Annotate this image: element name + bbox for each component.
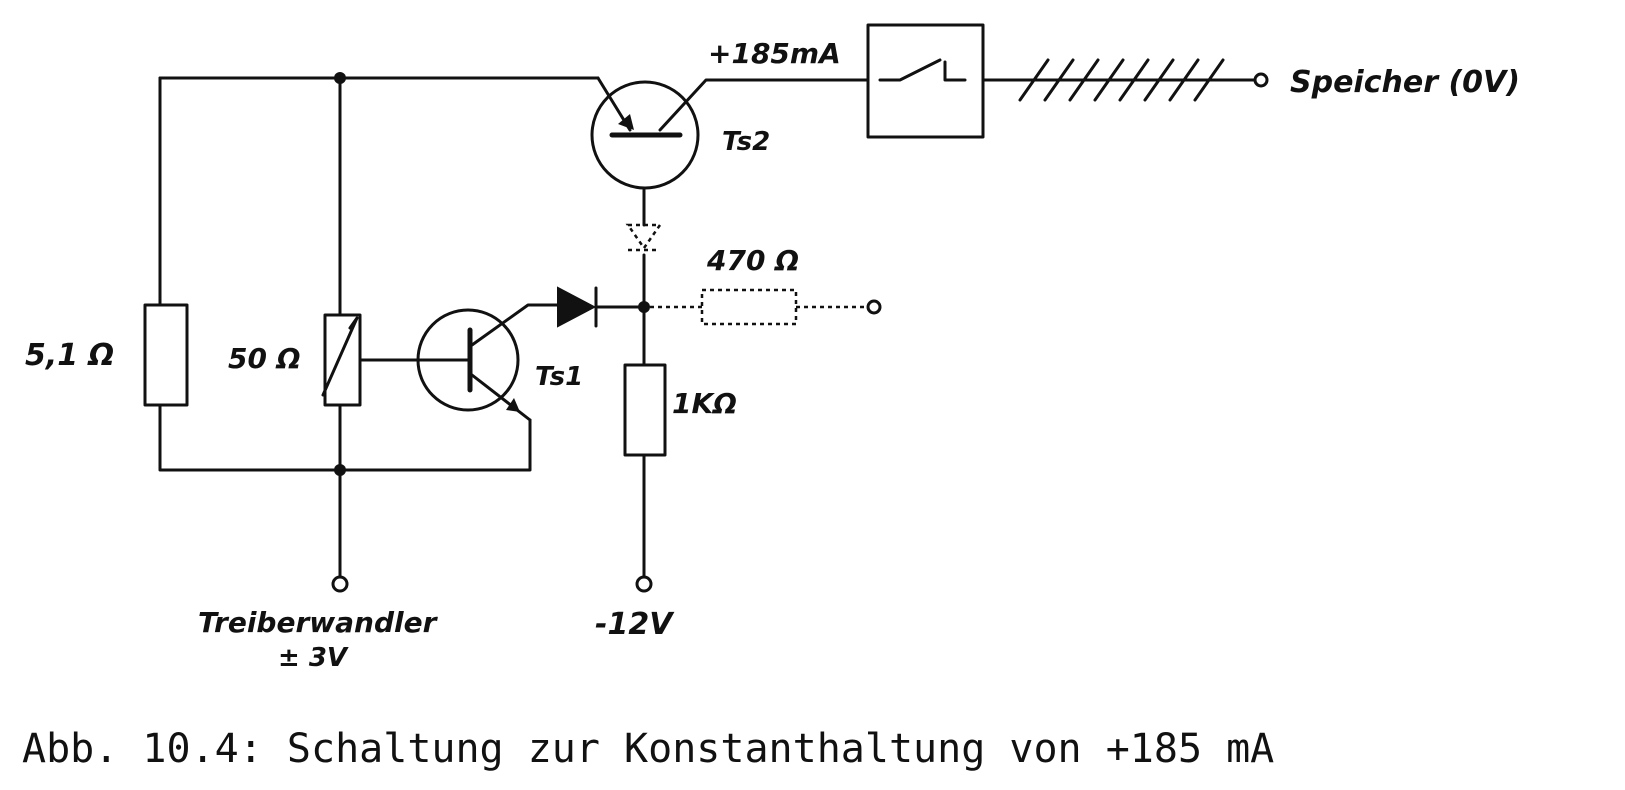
terminal-470 <box>866 299 882 315</box>
ts1-collector <box>470 303 560 347</box>
label-ts2: Ts2 <box>722 127 770 157</box>
junction-dot <box>638 301 650 313</box>
transistor-ts2-symbol <box>590 80 700 190</box>
potentiometer-50-ohm <box>323 313 362 407</box>
label-5-1-ohm: 5,1 Ω <box>25 338 114 373</box>
ts1-emitter <box>470 373 532 422</box>
ts2-collector <box>658 78 870 132</box>
potentiometer-arrow <box>321 316 359 397</box>
junction-dot <box>334 464 346 476</box>
ts1-emitter-arrow <box>506 398 520 412</box>
label-470-ohm: 470 Ω <box>706 244 799 277</box>
terminal-treiber <box>331 575 349 593</box>
label-1k-ohm: 1KΩ <box>672 387 737 420</box>
resistor-5-1-ohm <box>143 303 189 407</box>
figure-caption: Abb. 10.4: Schaltung zur Konstanthaltung… <box>22 726 1274 772</box>
optional-diode <box>625 223 663 252</box>
label-50-ohm: 50 Ω <box>228 342 301 375</box>
resistor-470-ohm-optional <box>700 288 798 326</box>
switch-contact <box>878 58 967 82</box>
label-current: +185mA <box>708 37 841 70</box>
resistor-1k-ohm <box>623 363 667 457</box>
ts2-emitter-arrow <box>618 114 634 130</box>
label-ts1: Ts1 <box>535 362 583 392</box>
label-plus-minus-3v: ± 3V <box>278 643 349 673</box>
bus-hatch-marks <box>1018 58 1225 102</box>
label-speicher: Speicher (0V) <box>1290 65 1520 100</box>
terminal-minus12 <box>635 575 653 593</box>
wire-left-branch <box>158 76 532 472</box>
terminal-speicher <box>1253 72 1269 88</box>
label-treiberwandler: Treiberwandler <box>198 606 439 639</box>
transistor-ts1-symbol <box>416 308 520 412</box>
label-minus-12v: -12V <box>595 607 675 642</box>
diode <box>557 286 597 328</box>
